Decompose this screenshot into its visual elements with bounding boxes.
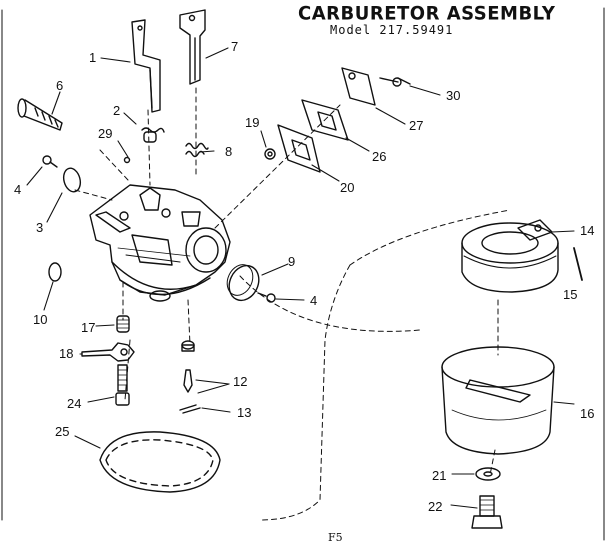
screw-parts	[42, 155, 276, 303]
inlet-needle-parts	[179, 340, 201, 414]
callout-20: 20	[340, 180, 355, 195]
callout-8: 8	[225, 144, 233, 159]
needle-valve-parts	[81, 315, 135, 406]
disc-parts	[48, 167, 260, 302]
callout-17: 17	[81, 320, 96, 335]
spring-parts	[141, 127, 209, 158]
callout-6: 6	[56, 78, 64, 93]
check-ball-part	[123, 156, 131, 164]
diagram-title: CARBURETOR ASSEMBLY	[298, 2, 556, 25]
callout-25: 25	[55, 424, 70, 439]
carburetor-body	[89, 184, 231, 302]
float-bowl-part	[441, 346, 555, 455]
callout-16: 16	[580, 406, 595, 421]
bowl-bolt-parts	[471, 467, 503, 529]
bolt-part-6	[17, 98, 63, 131]
callout-27: 27	[409, 118, 424, 133]
callout-29: 29	[98, 126, 113, 141]
callout-2: 2	[113, 103, 121, 118]
callout-15: 15	[563, 287, 578, 302]
callout-leaders	[26, 47, 575, 509]
bowl-gasket-part	[99, 431, 221, 493]
callout-24: 24	[67, 396, 82, 411]
model-number: Model 217.59491	[330, 23, 454, 37]
callout-10: 10	[33, 312, 48, 327]
gasket-parts	[264, 67, 411, 173]
callout-30: 30	[446, 88, 461, 103]
callout-18: 18	[59, 346, 74, 361]
assembly-leader-lines	[74, 87, 511, 521]
callout-22: 22	[428, 499, 443, 514]
callout-12: 12	[233, 374, 248, 389]
callout-14: 14	[580, 223, 595, 238]
callout-19: 19	[245, 115, 260, 130]
figure-code: F5	[328, 531, 343, 544]
callout-3: 3	[36, 220, 44, 235]
callout-26: 26	[372, 149, 387, 164]
choke-shaft-part	[179, 9, 206, 85]
throttle-shaft-part	[131, 19, 161, 113]
float-part	[461, 219, 583, 293]
callout-13: 13	[237, 405, 252, 420]
callout-7: 7	[231, 39, 239, 54]
callout-9: 9	[288, 254, 296, 269]
callout-4a: 4	[14, 182, 22, 197]
callout-21: 21	[432, 468, 447, 483]
callout-1: 1	[89, 50, 97, 65]
callout-4b: 4	[310, 293, 318, 308]
